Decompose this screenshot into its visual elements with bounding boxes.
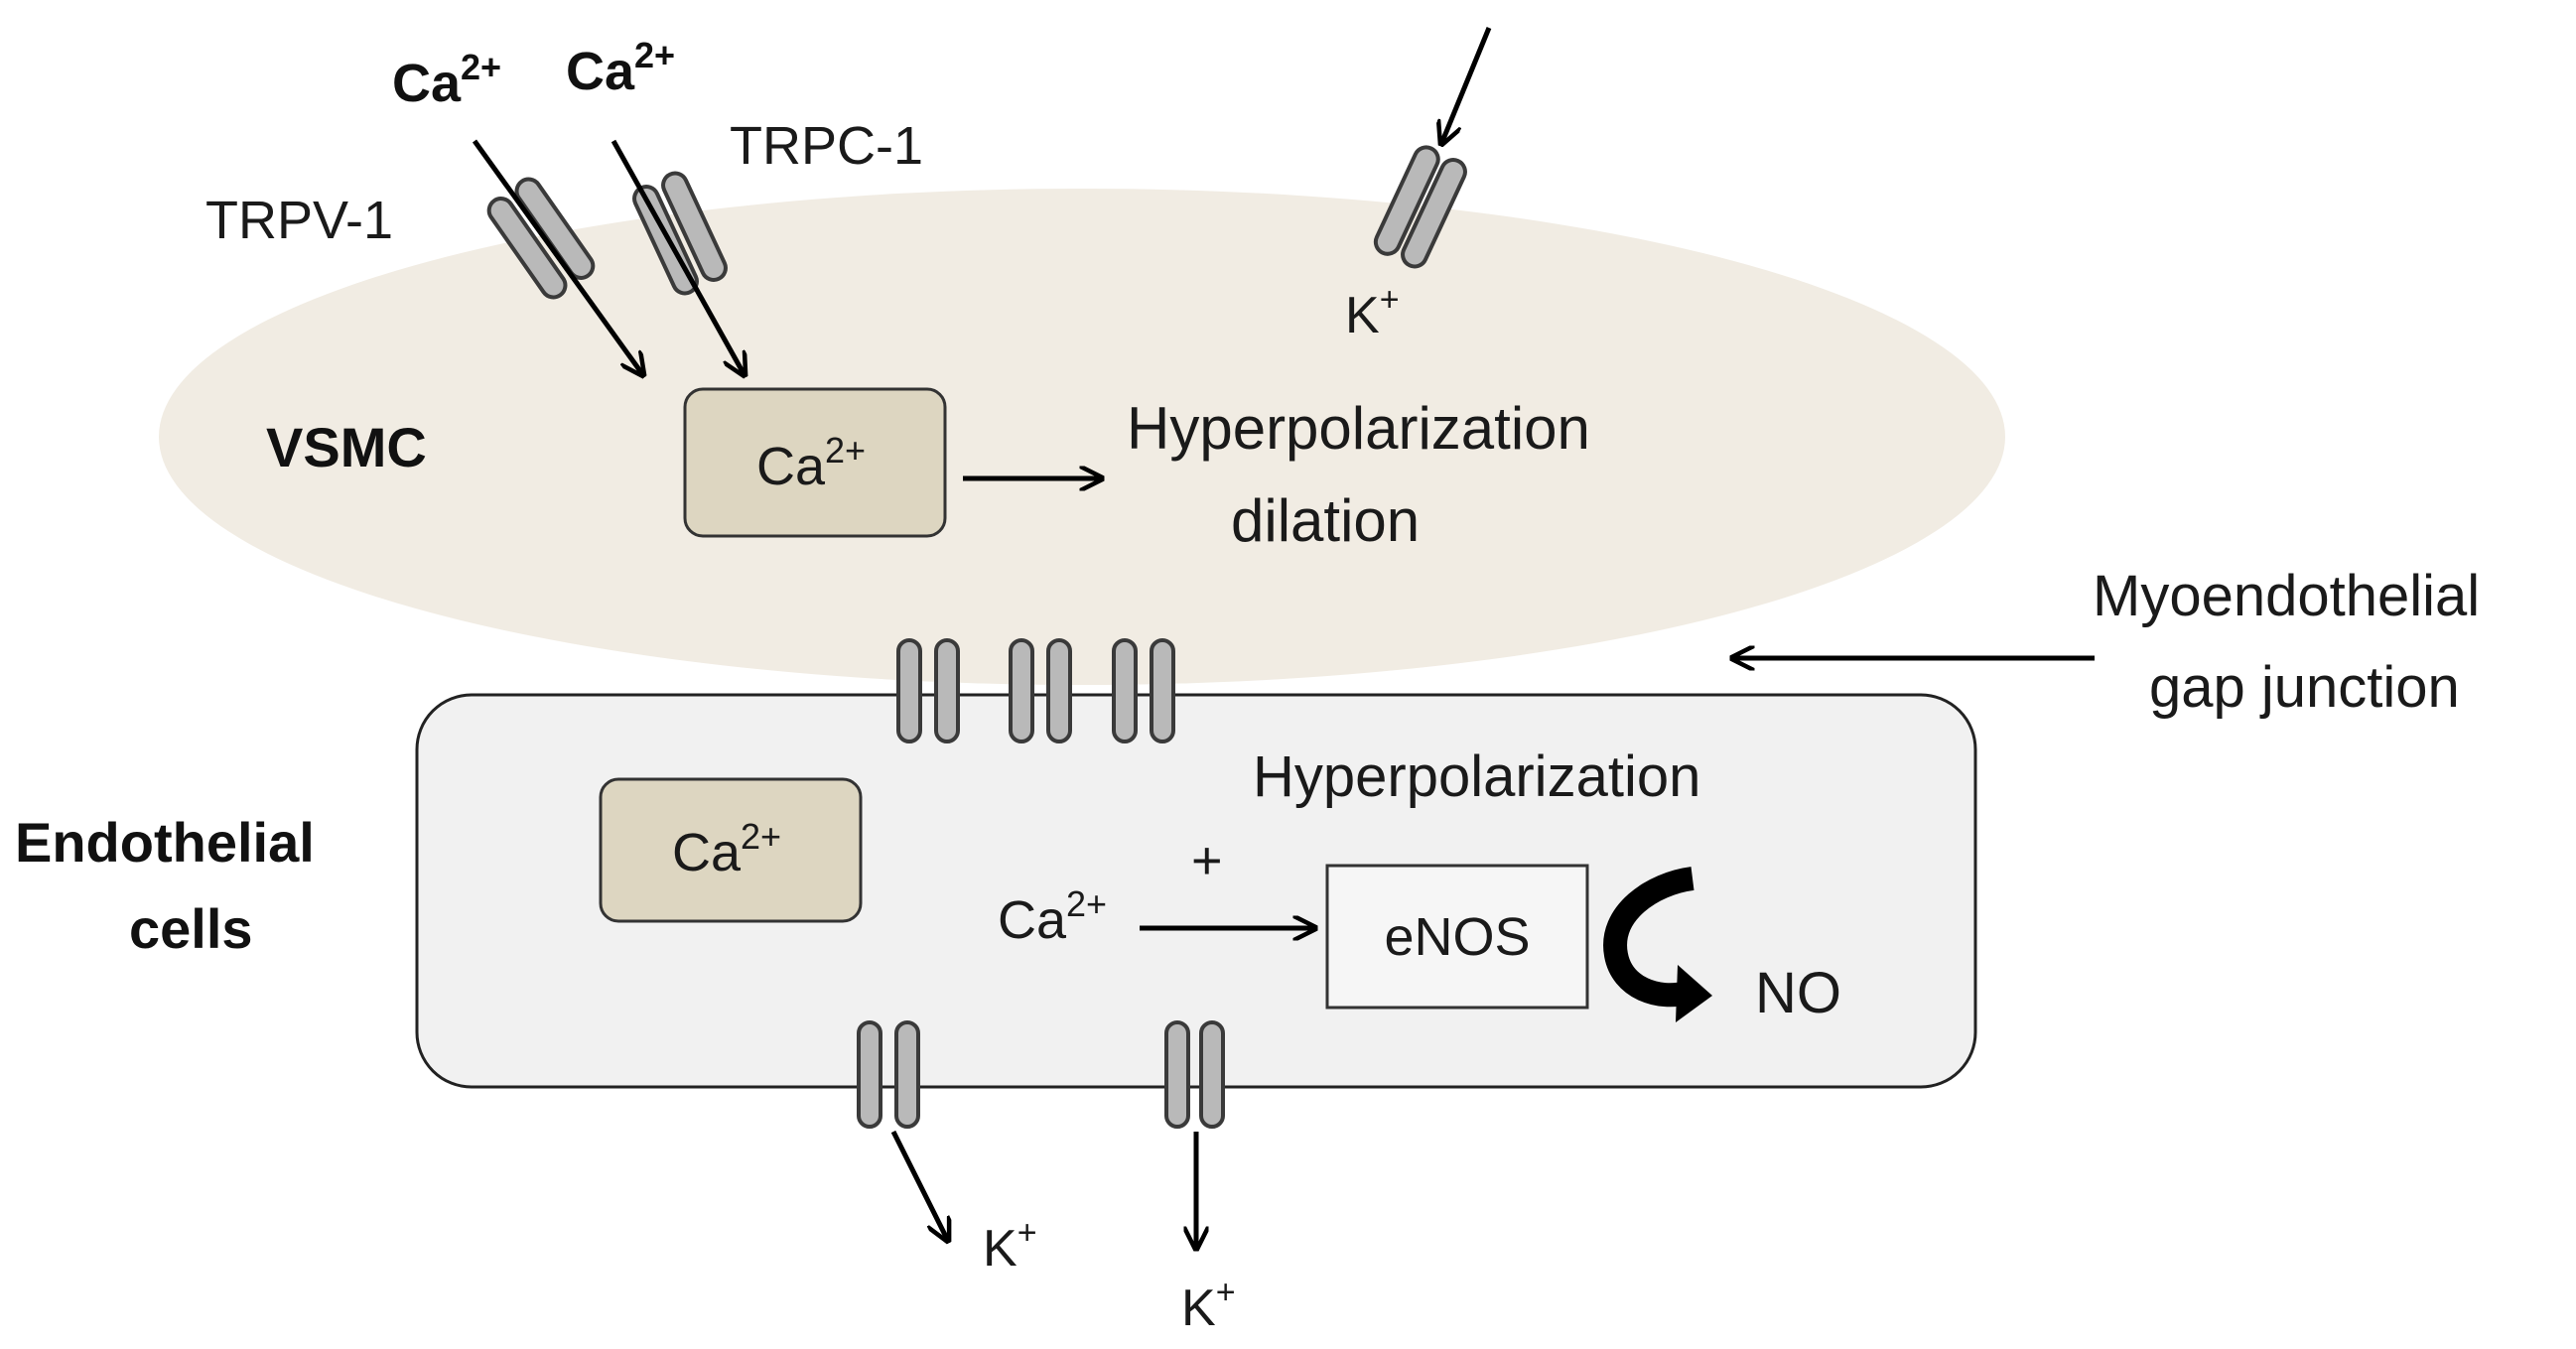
gap-junction-label-line2: gap junction bbox=[2149, 655, 2460, 720]
gap-junction-3 bbox=[1112, 638, 1175, 743]
k-out-label-1: K bbox=[983, 1220, 1017, 1278]
vsmc-ca-box bbox=[683, 387, 947, 538]
gap-junction-1 bbox=[896, 638, 960, 743]
k-channel-vsmc bbox=[1373, 145, 1467, 269]
svg-text:Ca2+: Ca2+ bbox=[672, 816, 781, 882]
svg-text:K+: K+ bbox=[1345, 281, 1400, 344]
endothelial-hyperpolarization: Hyperpolarization bbox=[1253, 744, 1700, 809]
endothelial-ca-free-sup: 2+ bbox=[1066, 883, 1107, 924]
endothelial-ca-box bbox=[599, 777, 863, 923]
trpv1-channel bbox=[486, 177, 596, 300]
svg-text:K+: K+ bbox=[1181, 1274, 1236, 1337]
k-out-sup-2: + bbox=[1216, 1274, 1236, 1311]
k-efflux-arrow-1 bbox=[890, 1130, 948, 1241]
vsmc-cell bbox=[159, 189, 2005, 685]
ca-influx-sup-2: 2+ bbox=[634, 35, 675, 75]
k-channel-arrow bbox=[1441, 27, 1492, 144]
k-sup-vsmc: + bbox=[1380, 281, 1400, 319]
k-label-vsmc: K bbox=[1345, 287, 1380, 344]
endothelial-ca-box-label: Ca bbox=[672, 823, 742, 882]
ca-influx-label-2: Ca bbox=[566, 42, 635, 101]
vsmc-ca-box-label: Ca bbox=[756, 437, 826, 496]
svg-text:K+: K+ bbox=[983, 1214, 1037, 1278]
svg-text:Ca2+: Ca2+ bbox=[998, 883, 1107, 950]
no-label: NO bbox=[1755, 961, 1841, 1025]
gap-junction-2 bbox=[1009, 638, 1072, 743]
k-out-label-2: K bbox=[1181, 1280, 1216, 1337]
vsmc-effect-line1: Hyperpolarization bbox=[1127, 395, 1590, 462]
ca-influx-label-1: Ca bbox=[392, 54, 462, 113]
vsmc-label: VSMC bbox=[266, 416, 427, 478]
ca-influx-arrow-trpv1 bbox=[472, 139, 643, 375]
endothelial-ca-box-sup: 2+ bbox=[741, 816, 781, 857]
ca-influx-sup-1: 2+ bbox=[461, 47, 501, 87]
enos-label: eNOS bbox=[1384, 907, 1530, 967]
plus-sign: + bbox=[1191, 831, 1223, 890]
no-production-arrow bbox=[1603, 867, 1712, 1022]
svg-text:Ca2+: Ca2+ bbox=[566, 35, 675, 101]
trpc1-label: TRPC-1 bbox=[730, 116, 923, 176]
endothelial-label-line1: Endothelial bbox=[15, 811, 315, 874]
k-channel-endothelial-2 bbox=[1164, 1020, 1225, 1129]
vsmc-ca-box-sup: 2+ bbox=[825, 430, 866, 471]
gap-junction-label-line1: Myoendothelial bbox=[2093, 564, 2480, 628]
ca-influx-arrow-trpc1 bbox=[610, 139, 745, 375]
enos-box bbox=[1325, 864, 1589, 1010]
k-out-sup-1: + bbox=[1017, 1214, 1037, 1252]
endothelial-label-line2: cells bbox=[129, 897, 253, 960]
svg-text:Ca2+: Ca2+ bbox=[756, 430, 866, 496]
svg-text:Ca2+: Ca2+ bbox=[392, 47, 501, 113]
k-channel-endothelial-1 bbox=[857, 1020, 920, 1129]
endothelial-ca-free-label: Ca bbox=[998, 890, 1067, 950]
trpv1-label: TRPV-1 bbox=[205, 191, 393, 250]
vsmc-effect-line2: dilation bbox=[1231, 487, 1420, 554]
